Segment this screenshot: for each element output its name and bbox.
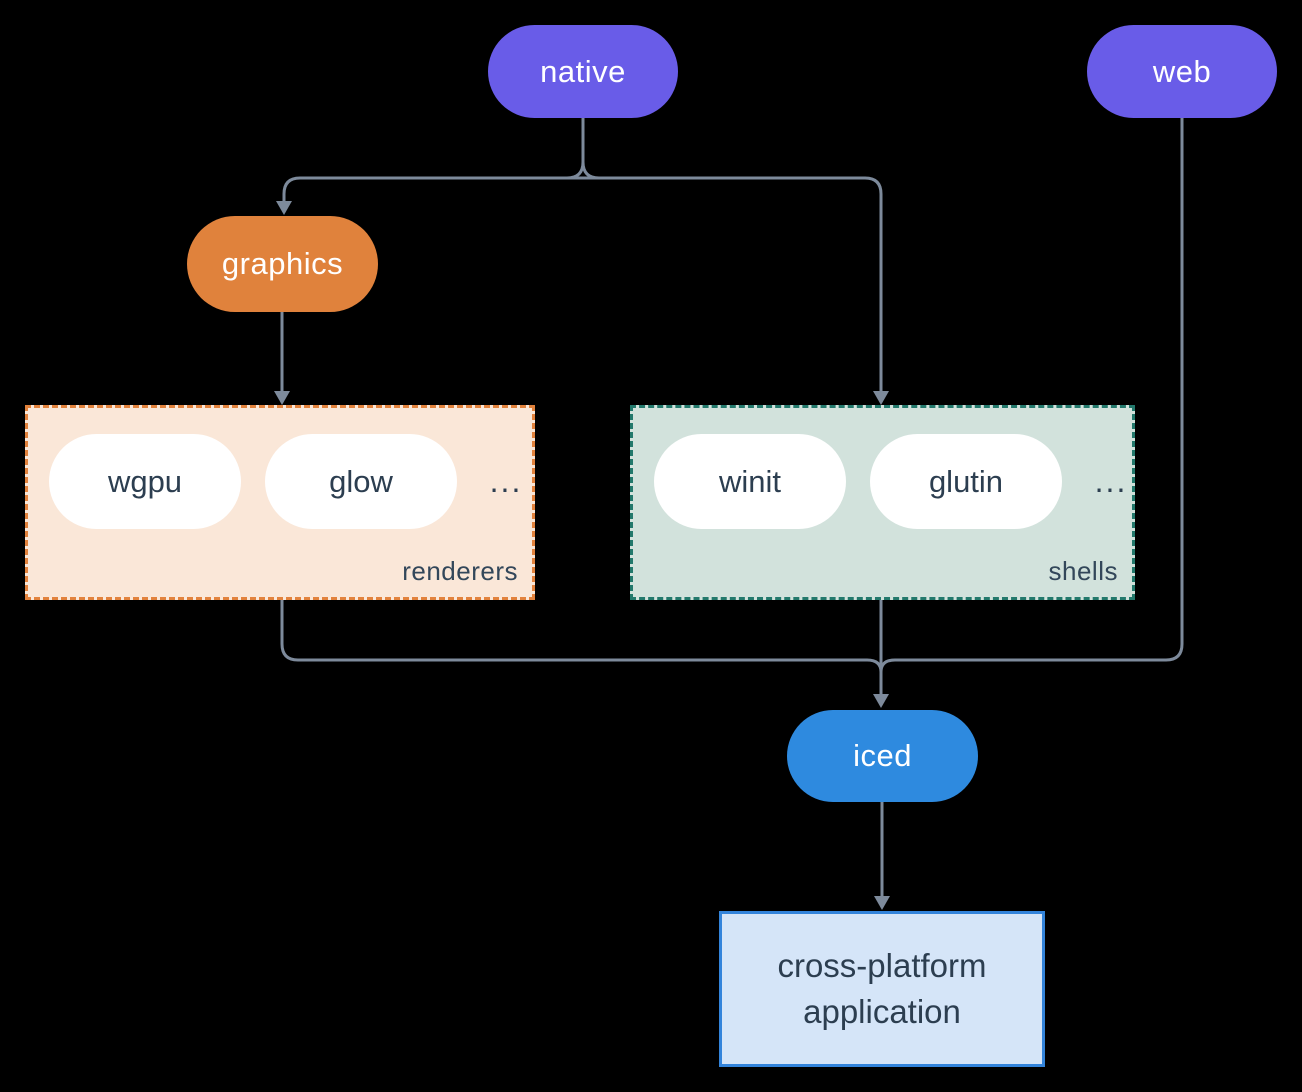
chip-glow-label: glow [329,463,393,499]
edge-native-rail [282,176,883,391]
chip-glow: glow [265,434,457,529]
renderers-ellipsis: ... [489,463,523,499]
shells-ellipsis: ... [1094,463,1128,499]
edge-native-stem [566,118,600,180]
node-graphics-label: graphics [221,246,344,281]
node-web: web [1087,25,1277,118]
chip-winit-label: winit [718,463,781,499]
chip-winit: winit [654,434,846,529]
group-renderers: wgpu glow ... renderers [25,405,535,600]
node-native: native [488,25,678,118]
node-iced: iced [787,710,978,802]
chip-glutin: glutin [870,434,1062,529]
node-native-label: native [540,53,626,89]
arrowhead-into-app [874,896,890,910]
edge-renderers-merge [280,600,883,673]
chip-glutin-label: glutin [928,463,1004,499]
node-web-label: web [1152,53,1212,89]
chip-wgpu-label: wgpu [107,463,183,499]
node-graphics: graphics [187,216,378,312]
shells-group-label: shells [1048,556,1118,586]
node-iced-label: iced [853,738,912,773]
node-cross-platform-application: cross-platform application [719,911,1045,1067]
edge-web-merge [879,118,1184,673]
renderers-group-label: renderers [402,556,518,586]
group-shells: winit glutin ... shells [630,405,1135,600]
arrowhead-into-iced [873,694,889,708]
chip-wgpu: wgpu [49,434,241,529]
app-label-line1: cross-platform [777,946,987,984]
app-label-line2: application [803,993,961,1030]
arrowhead-into-shells [873,391,889,405]
arrowhead-into-graphics [276,201,292,215]
arrowhead-into-renderers [274,391,290,405]
